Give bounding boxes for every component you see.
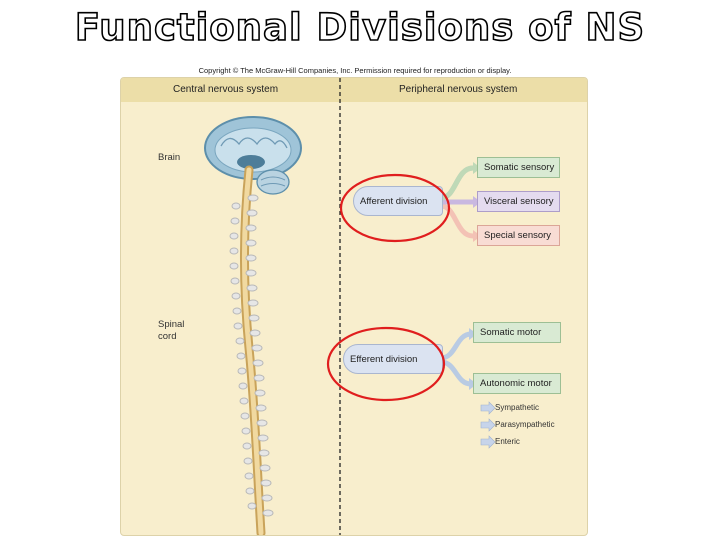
pns-header: Peripheral nervous system — [399, 84, 518, 95]
efferent-highlight-circle — [326, 326, 446, 402]
afferent-division: Afferent division — [353, 186, 443, 216]
somatic-sensory-box: Somatic sensory — [477, 157, 560, 178]
visceral-sensory-box: Visceral sensory — [477, 191, 560, 212]
somatic-motor-box: Somatic motor — [473, 322, 561, 343]
brain-label: Brain — [158, 152, 181, 163]
nervous-system-figure: Central nervous system Peripheral nervou… — [120, 77, 588, 536]
spinal-cord-label-line2: cord — [158, 331, 177, 342]
enteric-label: Enteric — [495, 437, 520, 446]
sympathetic-label: Sympathetic — [495, 403, 540, 412]
header-band — [121, 78, 587, 102]
brain-spinal-cord-illustration — [204, 116, 302, 535]
cns-header: Central nervous system — [173, 84, 279, 95]
efferent-division: Efferent division — [343, 344, 443, 374]
copyright-notice: Copyright © The McGraw-Hill Companies, I… — [198, 66, 512, 75]
slide-title: Functional Divisions of NS — [74, 5, 646, 50]
spinal-cord-label-line1: Spinal — [158, 319, 185, 330]
afferent-highlight-circle — [339, 173, 451, 243]
autonomic-motor-box: Autonomic motor — [473, 373, 561, 394]
parasympathetic-label: Parasympathetic — [495, 420, 555, 429]
special-sensory-box: Special sensory — [477, 225, 560, 246]
